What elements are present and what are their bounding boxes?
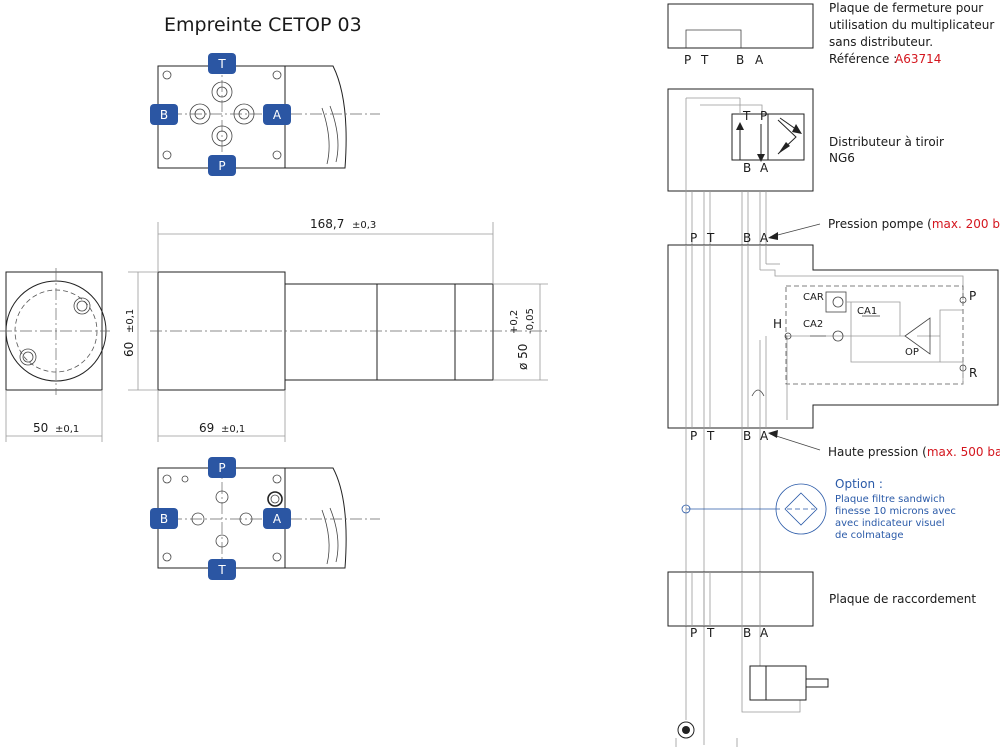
valve-port-a: A (760, 161, 769, 175)
option-line1: Plaque filtre sandwich (835, 494, 945, 505)
label-ca2: CA2 (803, 319, 823, 330)
label-ca1: CA1 (857, 306, 877, 317)
dim-width-tol: ±0,1 (55, 424, 79, 435)
mult-bottom-port-t: T (706, 429, 715, 443)
badge-b-top: B (150, 104, 178, 125)
option-title: Option : (835, 477, 883, 491)
cover-plate-ref-label: Référence : (829, 52, 897, 66)
dim-diameter-tol-plus: +0,2 (509, 310, 520, 334)
badge-a-top: A (263, 104, 291, 125)
valve-label-line1: Distributeur à tiroir (829, 135, 944, 149)
cover-port-b: B (736, 53, 744, 67)
port-h-label: H (773, 317, 782, 331)
plate-port-p: P (690, 626, 697, 640)
plate-port-a: A (760, 626, 769, 640)
option-line3: avec indicateur visuel (835, 518, 945, 529)
badge-p-bottom: P (208, 457, 236, 478)
mult-top-port-p: P (690, 231, 697, 245)
svg-text:T: T (217, 57, 226, 71)
mult-top-port-a: A (760, 231, 769, 245)
svg-text:B: B (160, 108, 168, 122)
dim-body-length: 69 (199, 421, 214, 435)
valve-label-line2: NG6 (829, 151, 855, 165)
mult-top-port-b: B (743, 231, 751, 245)
cover-port-p: P (684, 53, 691, 67)
port-r-label: R (969, 366, 977, 380)
valve-port-b: B (743, 161, 751, 175)
svg-text:B: B (160, 512, 168, 526)
hydraulic-schematic (667, 3, 999, 747)
plate-port-t: T (706, 626, 715, 640)
mult-bottom-port-b: B (743, 429, 751, 443)
dim-total-length: 168,7 (310, 217, 344, 231)
dim-total-length-tol: ±0,3 (352, 220, 376, 231)
svg-text:P: P (218, 159, 225, 173)
mult-bottom-port-a: A (760, 429, 769, 443)
cover-port-t: T (700, 53, 709, 67)
port-p-right-label: P (969, 289, 976, 303)
dim-width: 50 (33, 421, 48, 435)
dim-height: 60 (122, 342, 136, 357)
svg-text:A: A (273, 512, 282, 526)
dim-height-tol: ±0,1 (125, 309, 136, 333)
valve-port-t: T (742, 109, 751, 123)
cover-plate-line3: sans distributeur. (829, 35, 933, 49)
badge-t-bottom: T (208, 559, 236, 580)
option-line4: de colmatage (835, 530, 904, 541)
mult-top-port-t: T (706, 231, 715, 245)
mult-bottom-port-p: P (690, 429, 697, 443)
svg-text:A: A (273, 108, 282, 122)
connection-plate-label: Plaque de raccordement (829, 592, 976, 606)
cover-plate-line2: utilisation du multiplicateur (829, 18, 994, 32)
page-title: Empreinte CETOP 03 (164, 14, 362, 36)
label-car: CAR (803, 292, 824, 303)
badge-a-bottom: A (263, 508, 291, 529)
badge-b-bottom: B (150, 508, 178, 529)
plate-port-b: B (743, 626, 751, 640)
option-line2: finesse 10 microns avec (835, 506, 956, 517)
cover-plate-ref-value: A63714 (895, 52, 941, 66)
badge-t-top: T (208, 53, 236, 74)
dim-diameter-tol-minus: -0,05 (525, 308, 536, 334)
svg-text:P: P (218, 461, 225, 475)
label-op: OP (905, 347, 919, 358)
cover-port-a: A (755, 53, 764, 67)
high-pressure-label: Haute pression (max. 500 bar) (828, 445, 1000, 459)
valve-port-p: P (760, 109, 767, 123)
dim-body-length-tol: ±0,1 (221, 424, 245, 435)
badge-p-top: P (208, 155, 236, 176)
cover-plate-line1: Plaque de fermeture pour (829, 1, 983, 15)
dim-diameter: ø 50 (516, 344, 530, 370)
svg-text:T: T (217, 563, 226, 577)
pump-pressure-label: Pression pompe (max. 200 bar) (828, 217, 1000, 231)
side-view (0, 222, 550, 442)
